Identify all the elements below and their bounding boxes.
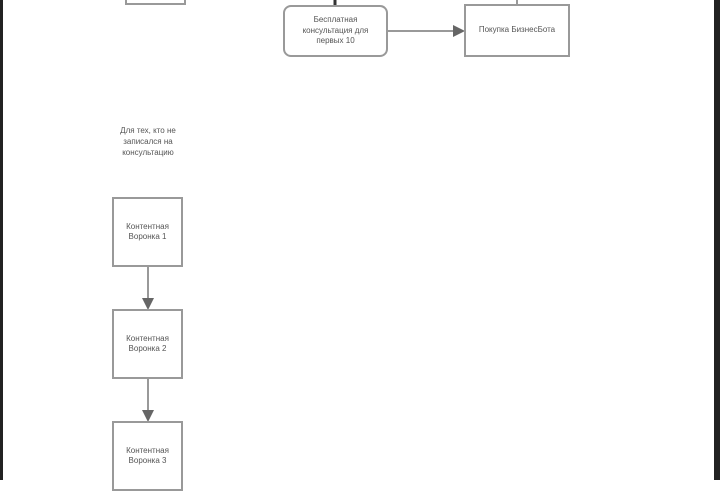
connectors [142,0,518,422]
node-label: Контентная Воронка 2 [126,333,169,353]
window-border-right [714,0,720,480]
window-border-left [0,0,3,480]
node-purchase[interactable]: Покупка БизнесБота [464,4,570,57]
node-free-consultation[interactable]: Бесплатная консультация для первых 10 [283,5,388,57]
node-funnel-1[interactable]: Контентная Воронка 1 [112,197,183,267]
note-not-registered: Для тех, кто не записался на консультаци… [120,126,176,158]
partial-top-box[interactable] [125,0,186,5]
node-label: Бесплатная консультация для первых 10 [302,15,369,46]
node-label: Контентная Воронка 1 [126,221,169,241]
node-funnel-3[interactable]: Контентная Воронка 3 [112,421,183,491]
node-funnel-2[interactable]: Контентная Воронка 2 [112,309,183,379]
node-label: Контентная Воронка 3 [126,445,169,465]
node-label: Покупка БизнесБота [478,25,556,35]
